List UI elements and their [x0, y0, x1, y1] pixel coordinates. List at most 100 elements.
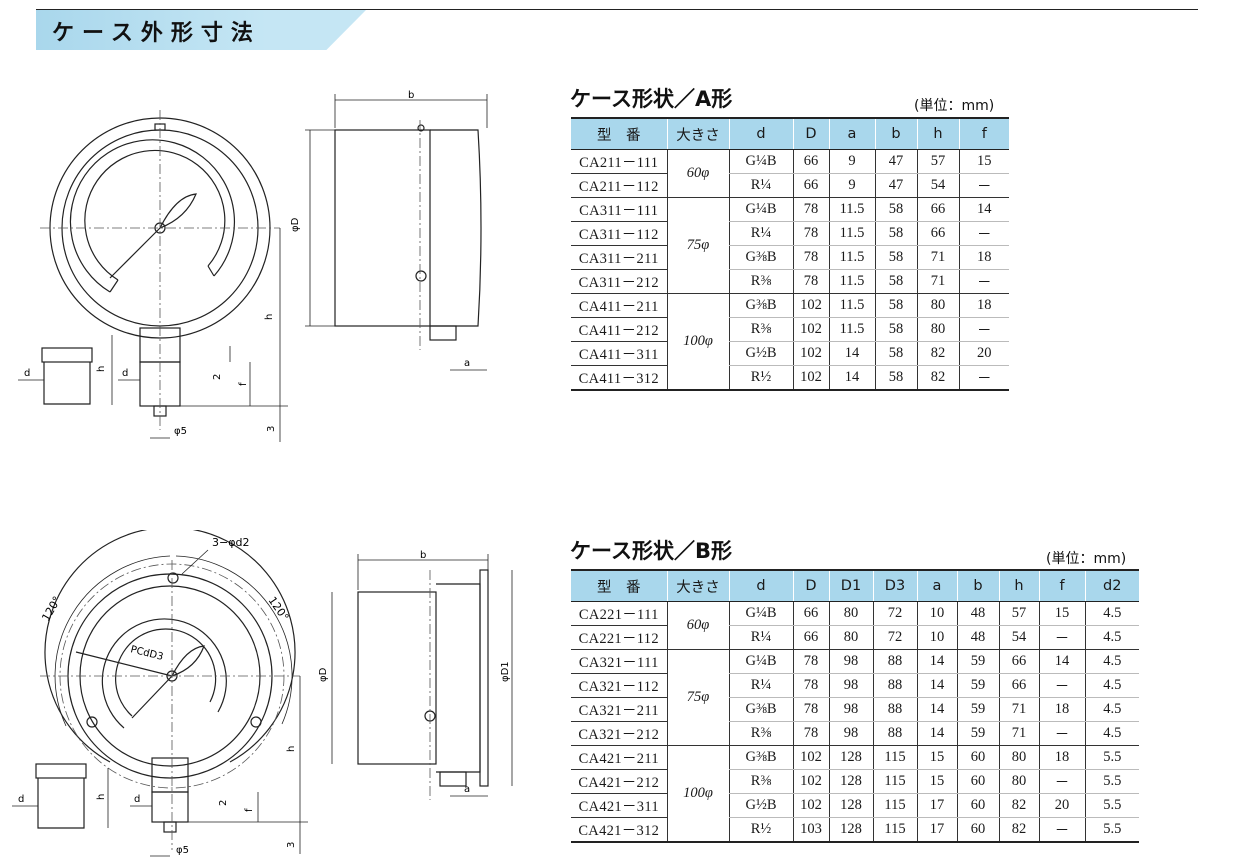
cell-h: 82: [916, 341, 959, 366]
cell-d: G¼B: [728, 149, 793, 174]
dim-b-label: b: [408, 90, 414, 101]
angle-left-label: 120°: [39, 594, 64, 623]
section-title: ケース外形寸法: [52, 21, 261, 46]
cell-b: 58: [874, 221, 917, 246]
cell-h: 82: [998, 793, 1039, 818]
cell-size: 100φ: [666, 293, 729, 391]
cell-model: CA311－111: [571, 197, 667, 222]
cell-d2: 5.5: [1084, 793, 1139, 818]
cell-model: CA321－111: [571, 649, 667, 674]
cell-b: 58: [874, 293, 917, 318]
cell-a: 17: [916, 817, 957, 843]
dim-h-label: h: [286, 746, 297, 752]
cell-h: 71: [916, 269, 959, 294]
cell-f: 18: [958, 293, 1009, 318]
cell-model: CA321－212: [571, 721, 667, 746]
cell-model: CA411－312: [571, 365, 667, 391]
cell-d2: 4.5: [1084, 649, 1139, 674]
dim-D-label: φD: [318, 667, 329, 682]
cell-d2: 5.5: [1084, 817, 1139, 843]
cell-b: 47: [874, 173, 917, 198]
cell-h: 82: [916, 365, 959, 391]
header-d: d: [728, 569, 793, 602]
cell-a: 14: [828, 341, 875, 366]
cell-d: R⅜: [728, 721, 793, 746]
cell-a: 14: [916, 721, 957, 746]
cell-a: 14: [916, 697, 957, 722]
cell-d: G⅜B: [728, 697, 793, 722]
cell-d2: 4.5: [1084, 673, 1139, 698]
cell-d2: 4.5: [1084, 721, 1139, 746]
cell-model: CA211－111: [571, 149, 667, 174]
cell-D: 78: [792, 269, 829, 294]
cell-a: 9: [828, 173, 875, 198]
cell-f: 18: [1038, 697, 1085, 722]
cell-D3: 115: [872, 745, 917, 770]
cell-D: 102: [792, 745, 829, 770]
cell-a: 11.5: [828, 197, 875, 222]
cell-f: 15: [1038, 601, 1085, 626]
cell-d: G¼B: [728, 649, 793, 674]
cell-D: 66: [792, 173, 829, 198]
cell-D: 102: [792, 793, 829, 818]
dim-D-label: φD: [290, 217, 301, 232]
cell-a: 14: [828, 365, 875, 391]
cell-a: 15: [916, 769, 957, 794]
cell-h: 66: [998, 673, 1039, 698]
cell-d: R⅜: [728, 317, 793, 342]
header-a: a: [916, 569, 957, 602]
cell-b: 60: [956, 817, 999, 843]
dim-2-label: 2: [212, 374, 223, 380]
cell-f: －: [1038, 721, 1085, 746]
cell-b: 59: [956, 673, 999, 698]
table-b-unit: (単位：mm): [1046, 551, 1127, 567]
dim-f-label: f: [238, 382, 249, 386]
cell-D1: 98: [828, 673, 873, 698]
cell-a: 10: [916, 625, 957, 650]
cell-a: 11.5: [828, 269, 875, 294]
header-a: a: [828, 117, 875, 150]
cell-d: R⅜: [728, 269, 793, 294]
angle-right-label: 120°: [266, 594, 292, 623]
cell-f: －: [958, 269, 1009, 294]
cell-D: 102: [792, 769, 829, 794]
cell-b: 58: [874, 269, 917, 294]
drawing-a: b φD h d d h 2 f 3 φ5 a: [18, 90, 488, 442]
cell-D: 103: [792, 817, 829, 843]
cell-D: 78: [792, 245, 829, 270]
cell-d: R¼: [728, 221, 793, 246]
cell-h: 57: [998, 601, 1039, 626]
cell-h: 82: [998, 817, 1039, 843]
dim-2-label: 2: [218, 800, 229, 806]
cell-d: R½: [728, 365, 793, 391]
cell-D: 78: [792, 221, 829, 246]
cell-model: CA411－211: [571, 293, 667, 318]
cell-model: CA321－112: [571, 673, 667, 698]
cell-a: 11.5: [828, 293, 875, 318]
cell-h: 54: [916, 173, 959, 198]
cell-D3: 72: [872, 601, 917, 626]
cell-D: 66: [792, 601, 829, 626]
cell-D3: 88: [872, 649, 917, 674]
cell-f: －: [1038, 817, 1085, 843]
cell-a: 14: [916, 649, 957, 674]
cell-d: G½B: [728, 793, 793, 818]
cell-h: 57: [916, 149, 959, 174]
cell-d2: 5.5: [1084, 769, 1139, 794]
cell-D3: 88: [872, 673, 917, 698]
cell-a: 15: [916, 745, 957, 770]
header-D3: D3: [872, 569, 917, 602]
